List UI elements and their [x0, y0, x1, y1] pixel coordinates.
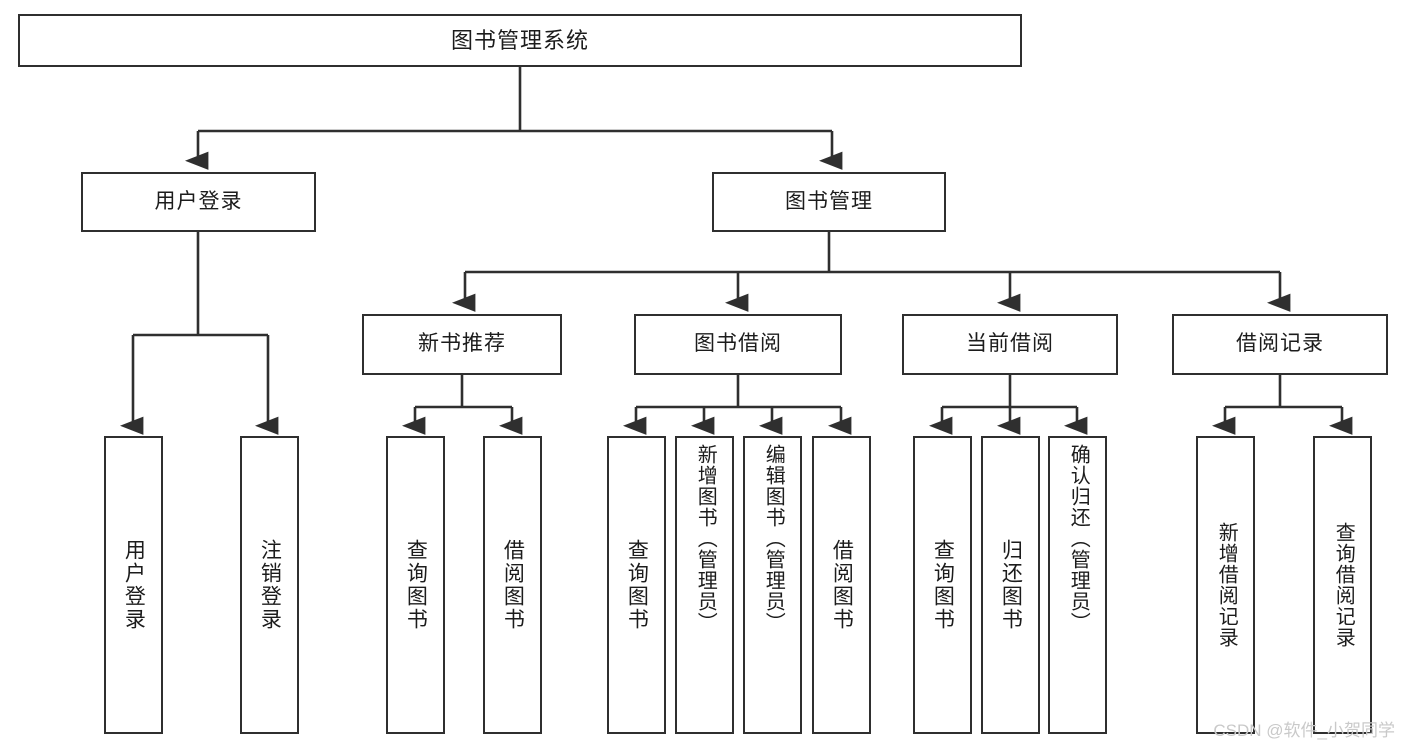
leaf-label: 借阅图书 [501, 539, 525, 631]
node-current-borrow[interactable]: 当前借阅 [902, 314, 1118, 375]
leaf-book-borrow-query[interactable]: 查询图书 [607, 436, 666, 734]
leaf-label: 编辑图书（管理员） [762, 444, 785, 633]
leaf-label: 查询图书 [404, 539, 428, 631]
node-book-management-label: 图书管理 [785, 189, 873, 213]
node-borrow-record[interactable]: 借阅记录 [1172, 314, 1388, 375]
node-borrow-record-label: 借阅记录 [1236, 332, 1324, 356]
leaf-book-borrow-add[interactable]: 新增图书（管理员） [675, 436, 734, 734]
leaf-current-borrow-query[interactable]: 查询图书 [913, 436, 972, 734]
leaf-current-borrow-return[interactable]: 归还图书 [981, 436, 1040, 734]
leaf-new-book-borrow[interactable]: 借阅图书 [483, 436, 542, 734]
leaf-current-borrow-confirm[interactable]: 确认归还（管理员） [1048, 436, 1107, 734]
leaf-new-book-query[interactable]: 查询图书 [386, 436, 445, 734]
node-user-login[interactable]: 用户登录 [81, 172, 316, 232]
leaf-label: 用户登录 [122, 539, 146, 631]
leaf-book-borrow-edit[interactable]: 编辑图书（管理员） [743, 436, 802, 734]
node-user-login-label: 用户登录 [154, 189, 243, 213]
node-book-management[interactable]: 图书管理 [712, 172, 946, 232]
leaf-label: 确认归还（管理员） [1067, 444, 1090, 633]
leaf-user-login-logout[interactable]: 注销登录 [240, 436, 299, 734]
leaf-borrow-record-query[interactable]: 查询借阅记录 [1313, 436, 1372, 734]
leaf-label: 查询图书 [931, 539, 955, 631]
leaf-label: 注销登录 [258, 539, 282, 631]
node-current-borrow-label: 当前借阅 [966, 332, 1054, 356]
leaf-label: 查询图书 [625, 539, 649, 631]
leaf-user-login-login[interactable]: 用户登录 [104, 436, 163, 734]
node-root-label: 图书管理系统 [450, 27, 589, 53]
leaf-label: 查询借阅记录 [1332, 522, 1355, 648]
leaf-borrow-record-add[interactable]: 新增借阅记录 [1196, 436, 1255, 734]
leaf-label: 新增借阅记录 [1215, 522, 1238, 648]
leaf-label: 归还图书 [999, 539, 1023, 631]
node-new-book-recommend-label: 新书推荐 [418, 332, 506, 356]
node-new-book-recommend[interactable]: 新书推荐 [362, 314, 562, 375]
node-book-borrow[interactable]: 图书借阅 [634, 314, 842, 375]
leaf-label: 借阅图书 [830, 539, 854, 631]
leaf-book-borrow-borrow[interactable]: 借阅图书 [812, 436, 871, 734]
csdn-watermark: CSDN @软件_小贺同学 [1213, 721, 1395, 740]
node-root[interactable]: 图书管理系统 [18, 14, 1022, 67]
node-book-borrow-label: 图书借阅 [694, 332, 782, 356]
leaf-label: 新增图书（管理员） [694, 444, 717, 633]
